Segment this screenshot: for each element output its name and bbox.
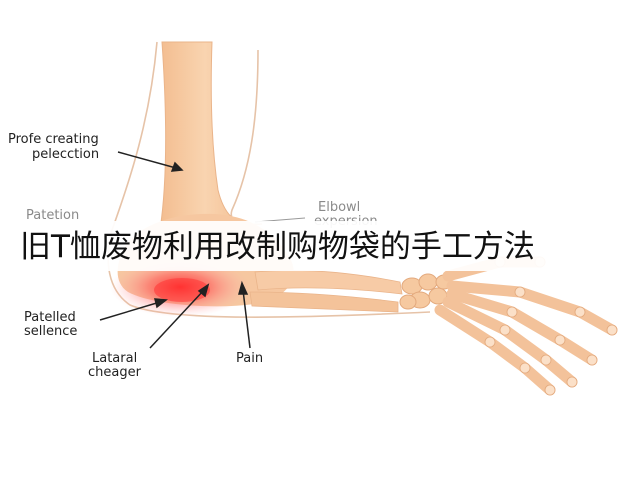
label-elbowl: Elbowl xyxy=(318,200,361,215)
upper-arm-outline-right xyxy=(230,49,263,226)
label-sellence: sellence xyxy=(24,324,78,339)
humerus-bone xyxy=(159,41,251,231)
arrow-patelled xyxy=(99,301,161,321)
ulna-bone xyxy=(249,291,399,313)
title-banner xyxy=(0,221,640,271)
arrow-profe-creating xyxy=(117,151,177,169)
arrow-lateral xyxy=(149,289,205,349)
label-cheager: cheager xyxy=(88,365,141,380)
label-lateral: Lataral xyxy=(92,351,138,366)
label-patelled: Patelled xyxy=(24,310,76,325)
label-pain: Pain xyxy=(236,351,264,366)
callout-arrows xyxy=(99,151,306,349)
pain-core xyxy=(154,278,210,302)
arrow-pain xyxy=(242,289,251,349)
label-pelecction: pelecction xyxy=(32,147,100,162)
label-patetion: Patetion xyxy=(26,208,80,223)
label-profe-creating: Profe creating xyxy=(8,132,99,147)
carpal-bones xyxy=(399,273,453,310)
title-banner-text: 旧T恤废物利用改制购物袋的手工方法 xyxy=(20,229,535,265)
